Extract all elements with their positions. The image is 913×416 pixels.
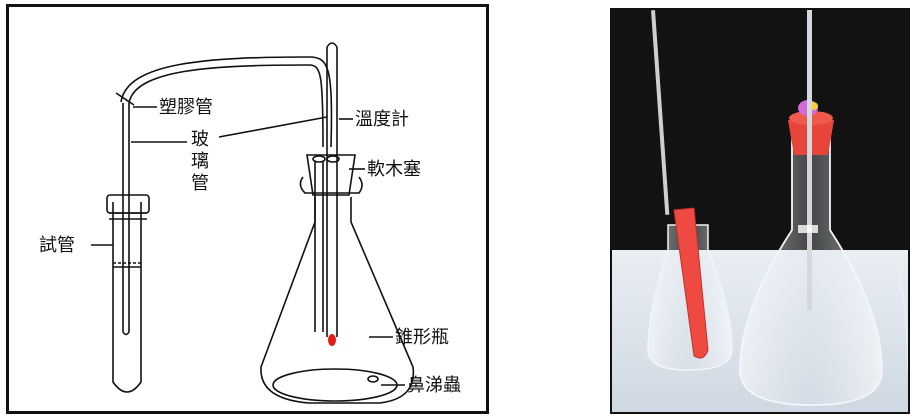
label-glass-tube-3: 管	[191, 173, 209, 194]
label-thermometer: 溫度計	[355, 109, 409, 130]
apparatus-photo	[610, 8, 910, 414]
label-test-tube: 試管	[39, 235, 75, 256]
label-flask: 錐形瓶	[395, 327, 449, 348]
rubber-tube	[121, 57, 331, 147]
label-cork: 軟木塞	[367, 159, 421, 180]
label-glass-tube-1: 玻	[191, 129, 209, 150]
label-cockroach: 鼻涕蟲	[407, 375, 461, 396]
label-rubber-tube: 塑膠管	[159, 97, 213, 118]
apparatus-drawing: 塑膠管 玻 璃 管 溫度計 軟木塞 試管 錐形瓶 鼻涕蟲	[9, 7, 486, 411]
thermometer-bulb	[328, 334, 336, 346]
test-tube	[113, 202, 141, 392]
apparatus-diagram: 塑膠管 玻 璃 管 溫度計 軟木塞 試管 錐形瓶 鼻涕蟲	[6, 4, 489, 414]
cockroach-icon	[368, 376, 378, 382]
photo-drawing	[612, 10, 908, 412]
glass-tube	[123, 103, 129, 332]
thermometer-tube	[327, 47, 337, 337]
thermometer-rod	[807, 10, 812, 310]
label-glass-tube-2: 璃	[191, 151, 209, 172]
flask-base-ellipse	[273, 369, 397, 401]
